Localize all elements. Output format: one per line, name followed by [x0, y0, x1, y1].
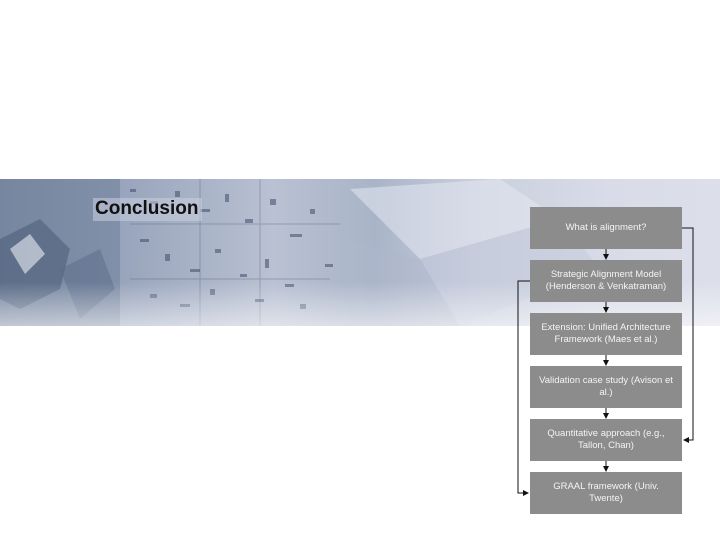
arrow-box2-to-box6-loop: [517, 280, 530, 496]
flow-box-what-is-alignment: What is alignment?: [530, 207, 682, 249]
flow-box-unified-architecture-framework: Extension: Unified Architecture Framewor…: [530, 313, 682, 355]
flow-box-strategic-alignment-model: Strategic Alignment Model (Henderson & V…: [530, 260, 682, 302]
flow-box-graal-framework: GRAAL framework (Univ. Twente): [530, 472, 682, 514]
flow-box-validation-case-study: Validation case study (Avison et al.): [530, 366, 682, 408]
arrow-box1-to-box5-loop: [682, 227, 694, 443]
flow-box-quantitative-approach: Quantitative approach (e.g., Tallon, Cha…: [530, 419, 682, 461]
slide-title: Conclusion: [93, 198, 203, 221]
